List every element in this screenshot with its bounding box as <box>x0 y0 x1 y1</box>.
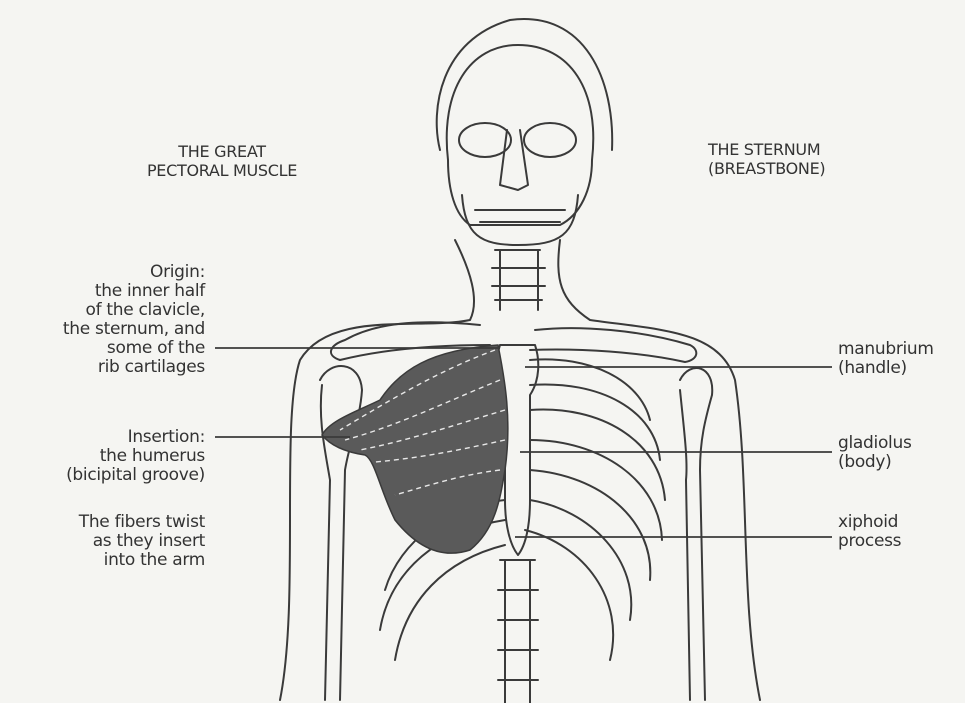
right-humerus <box>680 368 712 700</box>
fibers-line-1: The fibers twist <box>0 513 205 532</box>
manubrium-label: manubrium (handle) <box>838 340 963 378</box>
xiphoid-line-2: process <box>838 532 963 551</box>
insertion-line-1: Insertion: <box>0 428 205 447</box>
pectoral-heading-line-2: PECTORAL MUSCLE <box>92 161 352 180</box>
right-clavicle <box>530 328 696 362</box>
fibers-line-2: as they insert <box>0 532 205 551</box>
origin-line-2: the inner half <box>0 282 205 301</box>
origin-line-6: rib cartilages <box>0 358 205 377</box>
right-ribs <box>525 359 665 660</box>
sternum-heading: THE STERNUM (BREASTBONE) <box>708 140 948 178</box>
gladiolus-label: gladiolus (body) <box>838 434 963 472</box>
origin-label: Origin: the inner half of the clavicle, … <box>0 263 205 377</box>
origin-line-5: some of the <box>0 339 205 358</box>
teeth <box>475 210 565 222</box>
xiphoid-line-1: xiphoid <box>838 513 963 532</box>
fibers-label: The fibers twist as they insert into the… <box>0 513 205 570</box>
left-eye-socket <box>459 123 511 157</box>
xiphoid-label: xiphoid process <box>838 513 963 551</box>
insertion-line-2: the humerus <box>0 447 205 466</box>
pectoral-muscle <box>322 345 508 553</box>
manubrium-line-1: manubrium <box>838 340 963 359</box>
gladiolus-line-2: (body) <box>838 453 963 472</box>
sternum-heading-line-1: THE STERNUM <box>708 140 948 159</box>
pectoral-heading-line-1: THE GREAT <box>92 142 352 161</box>
cervical-spine <box>492 250 545 310</box>
origin-line-1: Origin: <box>0 263 205 282</box>
fibers-line-3: into the arm <box>0 551 205 570</box>
manubrium-line-2: (handle) <box>838 359 963 378</box>
origin-line-4: the sternum, and <box>0 320 205 339</box>
mandible <box>462 195 578 245</box>
insertion-line-3: (bicipital groove) <box>0 466 205 485</box>
sternum-heading-line-2: (BREASTBONE) <box>708 159 948 178</box>
leader-lines <box>215 348 832 537</box>
gladiolus-line-1: gladiolus <box>838 434 963 453</box>
right-eye-socket <box>524 123 576 157</box>
origin-line-3: of the clavicle, <box>0 301 205 320</box>
insertion-label: Insertion: the humerus (bicipital groove… <box>0 428 205 485</box>
pectoral-heading: THE GREAT PECTORAL MUSCLE <box>92 142 352 180</box>
thoracic-spine <box>498 560 538 703</box>
